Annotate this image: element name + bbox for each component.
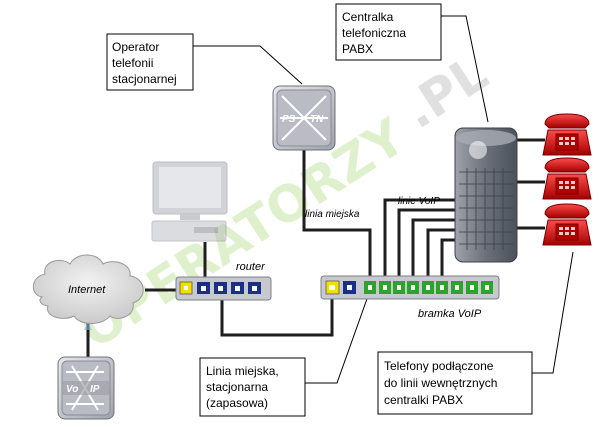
voip-gateway: bramka VoIP <box>320 275 500 320</box>
callout-operator-line-3: stacjonarnej <box>112 72 177 86</box>
router: router <box>175 261 272 301</box>
callout-leaders <box>193 15 574 384</box>
callout-backup-line-2: stacjonarna <box>206 380 268 394</box>
label-linie-voip: linie VoIP <box>398 196 440 207</box>
voip-switch-label-right: IP <box>90 384 100 395</box>
pabx-server <box>454 127 518 263</box>
cable-router-gateway <box>220 291 334 337</box>
callout-pabx-line-2: telefoniczna <box>342 26 406 40</box>
router-label: router <box>236 261 266 273</box>
internet-cloud: Internet <box>32 254 144 324</box>
callout-backup-line: Linia miejska, stacjonarna (zapasowa) <box>199 357 306 417</box>
callout-pabx-line-3: PABX <box>342 42 373 56</box>
gateway-label: bramka VoIP <box>418 308 482 320</box>
callout-operator: Operator telefonii stacjonarnej <box>106 33 194 91</box>
pstn-switch: PS TN <box>272 85 336 151</box>
cable-voip-line-2 <box>397 208 456 280</box>
label-linia-miejska: linia miejska <box>305 209 360 220</box>
callout-operator-line-2: telefonii <box>112 56 153 70</box>
callout-backup-line-1: Linia miejska, <box>206 364 279 378</box>
computer <box>151 161 228 242</box>
pstn-label-right: TN <box>310 114 324 125</box>
voip-switch-label-left: Vo <box>66 384 78 395</box>
cable-voip-line-4 <box>426 228 456 280</box>
desk-phone-3 <box>542 203 592 246</box>
leader-backup-line <box>305 295 369 384</box>
callout-operator-line-1: Operator <box>112 40 159 54</box>
callout-phones: Telefony podłączone do linii wewnętrznyc… <box>377 351 533 415</box>
leader-phones <box>532 251 574 374</box>
internet-label: Internet <box>68 284 106 296</box>
cables <box>86 138 545 357</box>
desk-phone-1 <box>542 113 592 156</box>
callout-pabx-line-1: Centralka <box>342 10 394 24</box>
cable-voip-line-5 <box>440 238 456 280</box>
voip-switch: Vo IP <box>57 322 115 420</box>
pstn-label-left: PS <box>282 114 296 125</box>
leader-operator <box>193 45 303 85</box>
callout-backup-line-3: (zapasowa) <box>206 396 268 410</box>
desk-phone-2 <box>542 157 592 200</box>
callout-phones-line-1: Telefony podłączone <box>384 359 494 373</box>
leader-pabx <box>441 15 489 123</box>
cable-voip-line-1 <box>383 198 456 280</box>
cable-voip-line-3 <box>411 218 456 280</box>
callout-pabx: Centralka telefoniczna PABX <box>335 3 442 61</box>
callout-phones-line-3: centralki PABX <box>384 393 463 407</box>
callout-phones-line-2: do linii wewnętrznych <box>384 376 497 390</box>
cable-pstn-gateway <box>302 150 372 280</box>
watermark-text: OPERATORZY <box>70 107 416 360</box>
